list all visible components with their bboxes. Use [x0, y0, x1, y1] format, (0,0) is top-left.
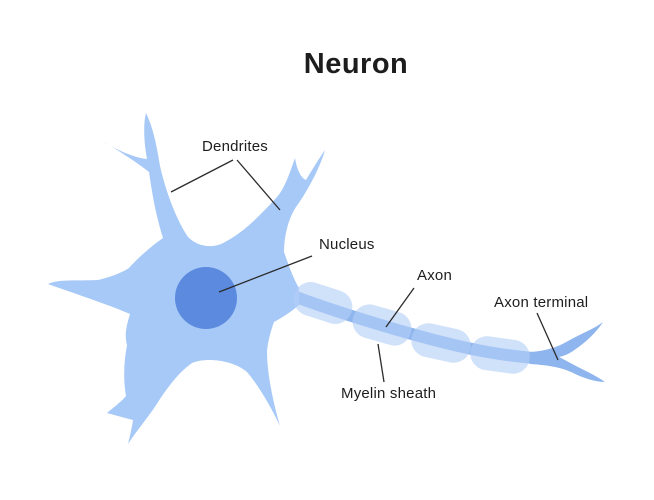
axon-terminal-shape	[530, 322, 605, 382]
nucleus-label: Nucleus	[319, 236, 375, 253]
dendrites-label: Dendrites	[202, 138, 268, 155]
axon-terminal-label: Axon terminal	[494, 294, 589, 311]
nucleus-pointer-line	[218, 255, 313, 293]
nucleus-shape	[175, 267, 237, 329]
myelin-segment	[411, 323, 471, 363]
axon-terminal-pointer-line	[536, 312, 559, 361]
myelin-segment	[293, 281, 353, 325]
dendrites-pointer-line-right	[236, 159, 281, 211]
page-title: Neuron	[303, 48, 409, 80]
myelin-sheath-group	[293, 281, 530, 374]
leader-lines	[170, 159, 559, 383]
myelin-segment	[470, 336, 530, 374]
myelin-sheath-label: Myelin sheath	[341, 385, 437, 402]
axon-label: Axon	[417, 267, 452, 284]
dendrites-pointer-line-left	[170, 159, 234, 193]
axon-pointer-line	[385, 287, 415, 328]
myelin-sheath-pointer-line	[377, 343, 385, 383]
myelin-segment	[352, 304, 412, 346]
